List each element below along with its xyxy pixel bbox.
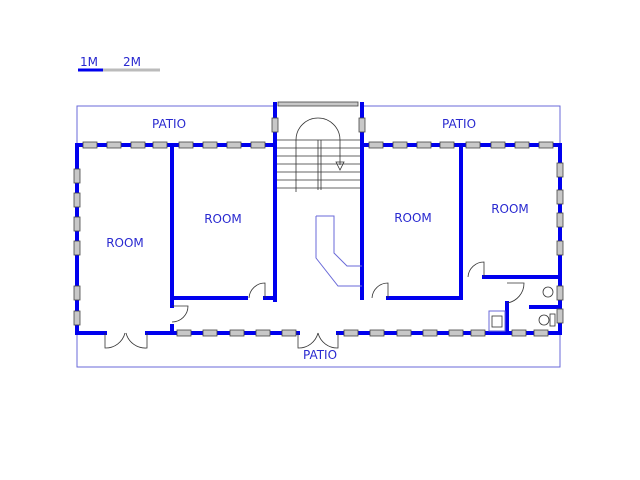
window	[73, 310, 81, 326]
scale-bar: 1M 2M	[78, 55, 160, 72]
window	[255, 329, 271, 337]
window	[106, 141, 122, 149]
window	[281, 329, 297, 337]
patio-outlines	[76, 105, 561, 368]
label-room-2: ROOM	[204, 212, 242, 226]
window	[202, 329, 218, 337]
window	[538, 141, 554, 149]
label-room-3: ROOM	[394, 211, 432, 225]
window	[73, 285, 81, 301]
label-patio-top-right: PATIO	[442, 117, 476, 131]
window	[556, 189, 564, 205]
window	[470, 329, 486, 337]
window	[556, 212, 564, 228]
scale-label-1m: 1M	[80, 55, 98, 69]
window	[250, 141, 266, 149]
window	[73, 240, 81, 256]
window	[229, 329, 245, 337]
window	[396, 329, 412, 337]
window	[514, 141, 530, 149]
label-room-4: ROOM	[491, 202, 529, 216]
window	[73, 192, 81, 208]
stair-arrow-icon	[335, 161, 345, 171]
scale-label-2m: 2M	[123, 55, 141, 69]
window	[176, 329, 192, 337]
window	[448, 329, 464, 337]
walls	[75, 102, 562, 335]
label-patio-bottom: PATIO	[303, 348, 337, 362]
doors	[104, 261, 525, 349]
windows	[73, 117, 564, 337]
shower-drain-icon	[542, 286, 554, 298]
window	[178, 141, 194, 149]
bathroom-fixtures	[488, 286, 556, 332]
window	[556, 308, 564, 324]
window	[152, 141, 168, 149]
window	[511, 329, 527, 337]
window	[226, 141, 242, 149]
window	[439, 141, 455, 149]
window	[73, 168, 81, 184]
window	[271, 117, 279, 133]
window	[416, 141, 432, 149]
basin	[488, 310, 506, 332]
toilet-tank	[549, 313, 556, 327]
window	[369, 329, 385, 337]
window	[343, 329, 359, 337]
label-patio-top-left: PATIO	[152, 117, 186, 131]
sink-icon	[491, 315, 503, 328]
label-room-1: ROOM	[106, 236, 144, 250]
window	[465, 141, 481, 149]
window	[73, 216, 81, 232]
window	[556, 162, 564, 178]
window	[358, 117, 366, 133]
window	[368, 141, 384, 149]
window	[533, 329, 549, 337]
window	[202, 141, 218, 149]
window	[556, 240, 564, 256]
staircase	[277, 117, 362, 287]
window	[130, 141, 146, 149]
window	[392, 141, 408, 149]
window	[490, 141, 506, 149]
stair-window	[277, 101, 359, 107]
window	[82, 141, 98, 149]
window	[422, 329, 438, 337]
toilet-icon	[538, 314, 550, 326]
window	[556, 285, 564, 301]
